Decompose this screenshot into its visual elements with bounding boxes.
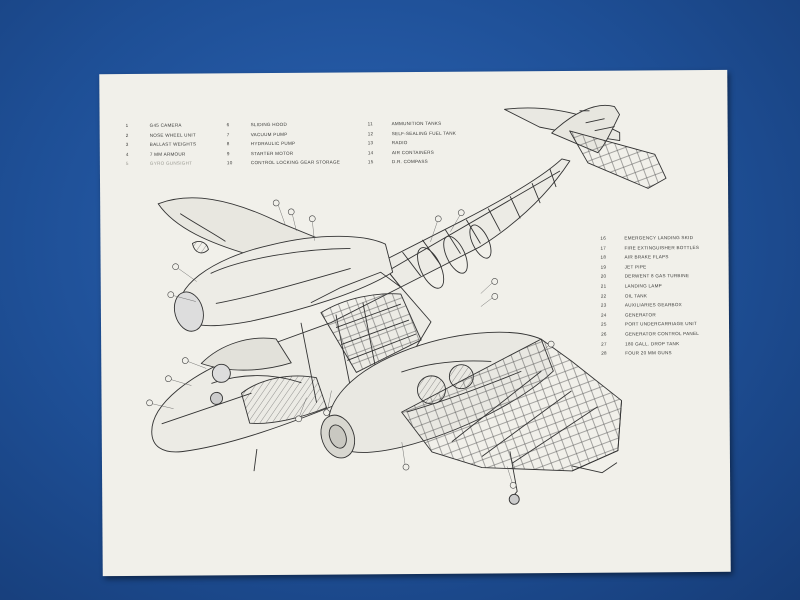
undercarriage — [253, 449, 520, 505]
aircraft-cutaway-drawing — [146, 104, 667, 505]
callout-marker — [181, 357, 207, 369]
callout-marker — [323, 390, 332, 416]
callout-marker — [146, 399, 174, 409]
callout-marker — [480, 293, 499, 307]
callout-marker — [401, 442, 410, 471]
callout-marker — [539, 340, 555, 354]
callout-marker — [308, 215, 316, 241]
callout-marker — [172, 263, 197, 282]
callout-marker — [287, 208, 297, 231]
rear-fuselage — [380, 158, 571, 289]
center-section — [320, 293, 422, 373]
callout-marker — [506, 466, 517, 489]
callout-markers — [146, 199, 555, 489]
callout-marker — [450, 209, 465, 232]
callout-marker — [430, 215, 442, 242]
callout-marker — [167, 291, 196, 302]
callout-marker — [480, 278, 499, 294]
callout-marker — [272, 199, 286, 225]
port-wing — [401, 338, 622, 474]
callout-marker — [295, 397, 307, 423]
tail-assembly — [504, 104, 667, 189]
starboard-engine-nacelle — [173, 235, 394, 332]
callout-marker — [165, 375, 192, 386]
